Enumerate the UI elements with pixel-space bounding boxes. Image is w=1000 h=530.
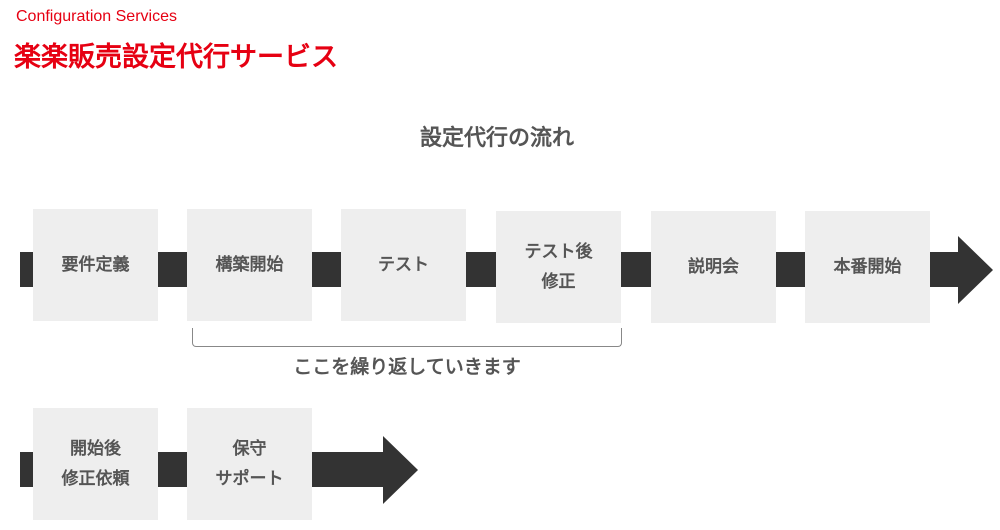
flow-title: 設定代行の流れ [419, 126, 574, 151]
connector-bar [929, 252, 959, 287]
connector-bar [620, 252, 652, 287]
step-build: 構築開始 [187, 209, 312, 321]
connector-bar [20, 252, 34, 287]
subtitle: Configuration Services [16, 8, 177, 25]
connector-bar [465, 252, 497, 287]
connector-bar [775, 252, 806, 287]
connector-bar [311, 252, 342, 287]
step-requirements: 要件定義 [33, 209, 158, 321]
step-briefing: 説明会 [651, 211, 776, 323]
step-post-launch-fix: 開始後 修正依頼 [33, 408, 158, 520]
connector-bar [157, 452, 188, 487]
step-launch: 本番開始 [805, 211, 930, 323]
repeat-bracket [192, 328, 622, 347]
step-support: 保守 サポート [187, 408, 312, 520]
connector-bar [311, 452, 384, 487]
repeat-note: ここを繰り返していきます [293, 356, 521, 378]
connector-bar [157, 252, 188, 287]
arrow-head-icon [958, 236, 993, 304]
step-fix: テスト後 修正 [496, 211, 621, 323]
connector-bar [20, 452, 34, 487]
step-test: テスト [341, 209, 466, 321]
arrow-head-icon [383, 436, 418, 504]
page-title: 楽楽販売設定代行サービス [14, 42, 338, 73]
